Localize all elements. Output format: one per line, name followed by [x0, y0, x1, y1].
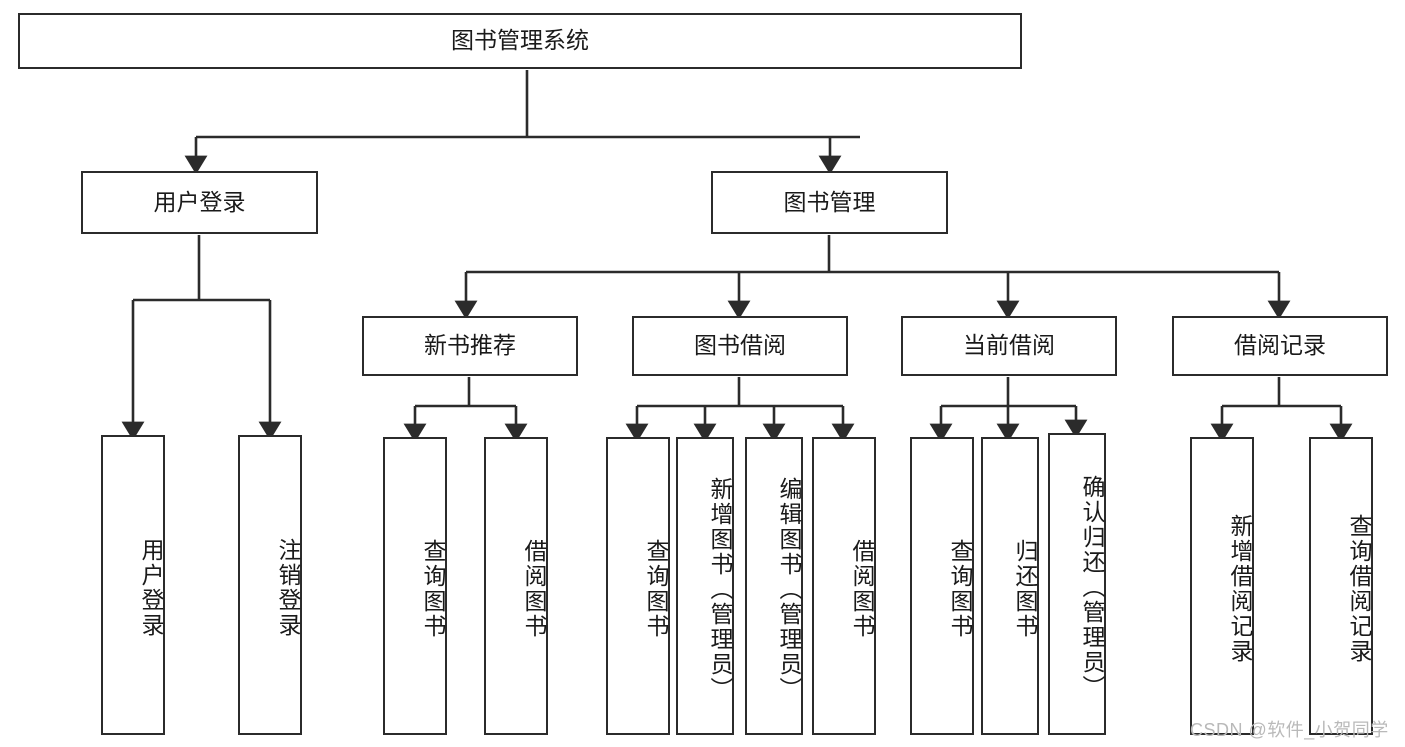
node-label: 图书管理 — [783, 188, 876, 215]
node-label: 归还图书 — [1012, 539, 1038, 639]
node-book-management[interactable]: 图书管理 — [711, 171, 948, 234]
node-label: 查询图书 — [947, 539, 973, 639]
leaf-current-borrow-return[interactable]: 归还图书 — [981, 437, 1039, 735]
leaf-book-borrow-edit[interactable]: 编辑图书（管理员） — [745, 437, 803, 735]
node-label: 编辑图书（管理员） — [776, 476, 802, 702]
leaf-user-login-logout[interactable]: 注销登录 — [238, 435, 302, 735]
node-label: 查询图书 — [420, 539, 446, 639]
leaf-book-borrow-query[interactable]: 查询图书 — [606, 437, 670, 735]
node-label: 图书管理系统 — [451, 27, 589, 54]
node-root-system[interactable]: 图书管理系统 — [18, 13, 1022, 69]
node-label: 用户登录 — [153, 188, 246, 215]
node-label: 用户登录 — [138, 538, 164, 638]
node-label: 查询借阅记录 — [1346, 514, 1372, 664]
leaf-user-login-login[interactable]: 用户登录 — [101, 435, 165, 735]
leaf-current-borrow-confirm[interactable]: 确认归还（管理员） — [1048, 433, 1106, 735]
node-label: 新增图书（管理员） — [707, 476, 733, 702]
node-label: 当前借阅 — [963, 332, 1055, 359]
node-label: 图书借阅 — [694, 332, 786, 359]
node-label: 确认归还（管理员） — [1079, 474, 1105, 700]
leaf-new-book-borrow[interactable]: 借阅图书 — [484, 437, 548, 735]
node-new-book-recommend[interactable]: 新书推荐 — [362, 316, 578, 376]
node-user-login[interactable]: 用户登录 — [81, 171, 318, 234]
node-label: 注销登录 — [275, 538, 301, 638]
watermark-text: CSDN @软件_小贺同学 — [1190, 720, 1389, 740]
node-label: 查询图书 — [643, 539, 669, 639]
leaf-borrow-record-query[interactable]: 查询借阅记录 — [1309, 437, 1373, 735]
leaf-book-borrow-add[interactable]: 新增图书（管理员） — [676, 437, 734, 735]
node-label: 借阅图书 — [849, 539, 875, 639]
node-current-borrow[interactable]: 当前借阅 — [901, 316, 1117, 376]
leaf-book-borrow-borrow[interactable]: 借阅图书 — [812, 437, 876, 735]
leaf-new-book-query[interactable]: 查询图书 — [383, 437, 447, 735]
node-book-borrow[interactable]: 图书借阅 — [632, 316, 848, 376]
node-borrow-record[interactable]: 借阅记录 — [1172, 316, 1388, 376]
node-label: 借阅图书 — [521, 539, 547, 639]
node-label: 借阅记录 — [1234, 332, 1326, 359]
leaf-current-borrow-query[interactable]: 查询图书 — [910, 437, 974, 735]
node-label: 新增借阅记录 — [1227, 514, 1253, 664]
node-label: 新书推荐 — [424, 332, 516, 359]
leaf-borrow-record-add[interactable]: 新增借阅记录 — [1190, 437, 1254, 735]
